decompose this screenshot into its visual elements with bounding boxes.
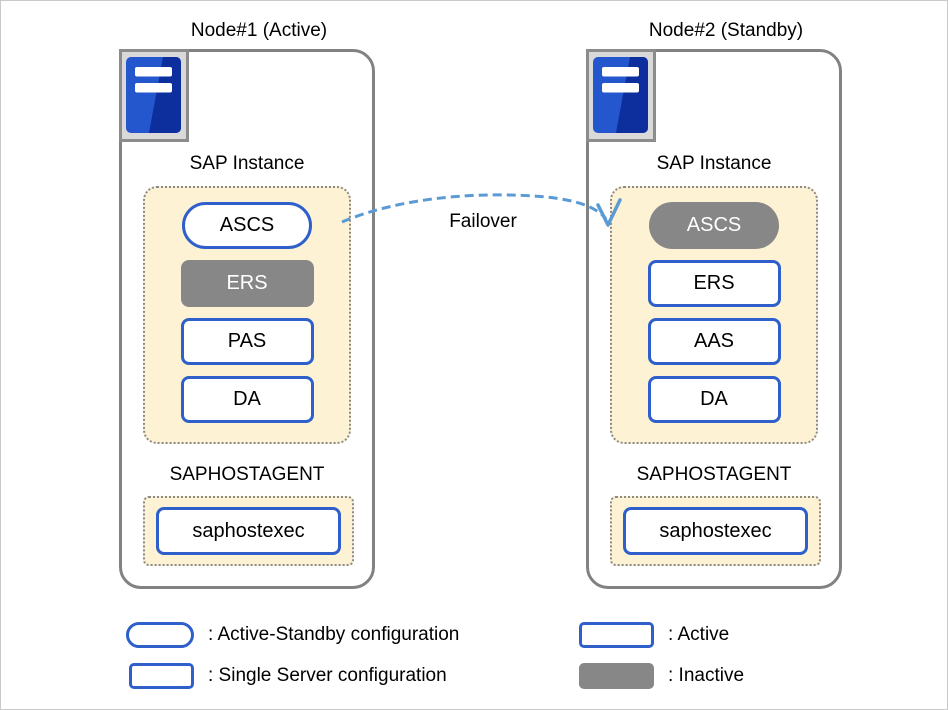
instance-box-da: DA — [647, 376, 781, 423]
server-icon — [119, 49, 189, 142]
legend-rect-shape — [129, 663, 194, 689]
node-1-box: SAP Instance ASCS ERS PAS DA SAPHOSTAGEN… — [119, 49, 375, 589]
legend-single-server: : Single Server configuration — [129, 663, 447, 689]
instance-box-pas: PAS — [180, 318, 314, 365]
legend-pill-shape — [126, 622, 194, 648]
instance-box-ascs: ASCS — [649, 202, 779, 249]
node-2-box: SAP Instance ASCS ERS AAS DA SAPHOSTAGEN… — [586, 49, 842, 589]
legend-inactive: : Inactive — [579, 663, 744, 689]
node-2: Node#2 (Standby) SAP Instance ASCS ERS A… — [586, 1, 842, 709]
saphostexec-box: saphostexec — [623, 507, 808, 555]
saphostagent-container: saphostexec — [610, 496, 821, 566]
server-icon — [586, 49, 656, 142]
sap-instance-container: ASCS ERS PAS DA — [143, 186, 351, 444]
legend-label: : Active — [668, 624, 730, 645]
saphostagent-label: SAPHOSTAGENT — [169, 464, 325, 485]
legend-active: : Active — [579, 622, 729, 648]
saphostagent-label: SAPHOSTAGENT — [636, 464, 792, 485]
legend-label: : Active-Standby configuration — [208, 624, 460, 645]
sap-instance-label: SAP Instance — [656, 153, 772, 174]
instance-box-da: DA — [180, 376, 314, 423]
legend-label: : Inactive — [668, 665, 745, 686]
node-1: Node#1 (Active) SAP Instance ASCS ERS PA… — [119, 1, 375, 709]
sap-instance-container: ASCS ERS AAS DA — [610, 186, 818, 444]
node-2-title: Node#2 (Standby) — [648, 20, 804, 41]
legend-active-standby: : Active-Standby configuration — [126, 622, 459, 648]
legend-active-shape — [579, 622, 654, 648]
saphostexec-box: saphostexec — [156, 507, 341, 555]
instance-box-ascs: ASCS — [182, 202, 312, 249]
instance-box-ers: ERS — [647, 260, 781, 307]
failover-label: Failover — [449, 211, 517, 232]
legend-inactive-shape — [579, 663, 654, 689]
instance-box-aas: AAS — [647, 318, 781, 365]
node-1-title: Node#1 (Active) — [190, 20, 328, 41]
sap-instance-label: SAP Instance — [189, 153, 305, 174]
legend-label: : Single Server configuration — [208, 665, 447, 686]
saphostagent-container: saphostexec — [143, 496, 354, 566]
instance-box-ers: ERS — [180, 260, 314, 307]
